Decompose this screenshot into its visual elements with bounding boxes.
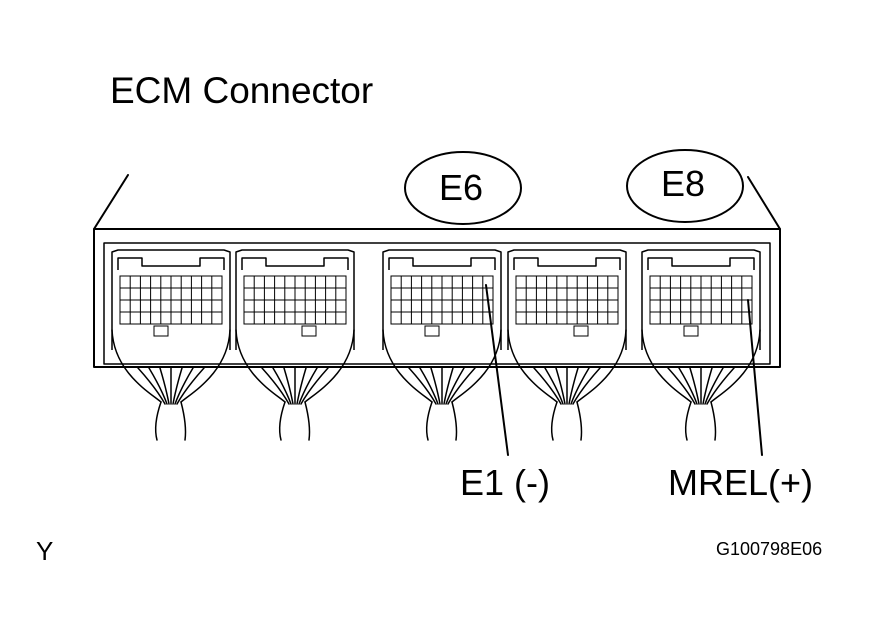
connector-plug — [382, 249, 502, 262]
connector-e8-label: E8 — [661, 163, 706, 204]
connector-plug — [235, 249, 355, 262]
terminal-e1-label: E1 (-) — [460, 462, 550, 503]
wire-bundle — [641, 329, 761, 403]
figure-id: G100798E06 — [716, 539, 823, 559]
diagram-title: ECM Connector — [110, 70, 374, 111]
connector-plug — [111, 249, 231, 262]
wire-bundle — [111, 329, 231, 403]
ecm-housing-face — [103, 242, 771, 365]
e1-leader-line — [485, 284, 509, 456]
connector-e6-callout — [404, 151, 522, 225]
terminal-mrel-label: MREL(+) — [668, 462, 814, 503]
wire-bundle — [507, 329, 627, 403]
mrel-leader-line — [747, 299, 763, 456]
wire-bundle — [235, 329, 355, 403]
wire-bundle — [382, 329, 502, 403]
ecm-housing — [93, 228, 781, 368]
view-code: Y — [36, 536, 54, 566]
connector-plug — [507, 249, 627, 262]
connector-e6-label: E6 — [439, 167, 484, 208]
connector-plug — [641, 249, 761, 262]
connector-e8-callout — [626, 149, 744, 223]
